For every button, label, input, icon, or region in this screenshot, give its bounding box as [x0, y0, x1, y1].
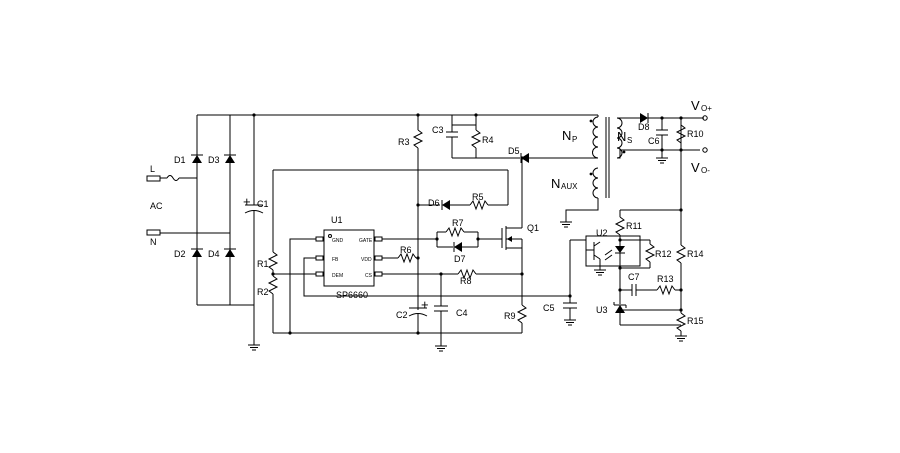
optocoupler-u2	[585, 235, 641, 268]
label-c6: C6	[648, 136, 660, 146]
label-r13: R13	[657, 274, 674, 284]
capacitor-c1: +	[243, 115, 264, 351]
svg-text:P: P	[572, 135, 577, 144]
resistor-r14	[675, 210, 687, 312]
label-d7: D7	[454, 254, 466, 264]
label-r3: R3	[398, 137, 410, 147]
label-vo-minus: V	[691, 160, 700, 175]
resistor-r8	[382, 268, 524, 280]
diode-d2	[191, 248, 203, 257]
label-r5: R5	[472, 192, 484, 202]
label-r2: R2	[257, 287, 269, 297]
label-d4: D4	[208, 249, 220, 259]
svg-text:GATE: GATE	[359, 238, 373, 244]
resistor-r13	[656, 284, 681, 296]
ic-u1-sp6660: GND FB DEM GATE VDD CS	[315, 229, 383, 287]
label-d5: D5	[508, 146, 520, 156]
label-c1: C1	[257, 199, 269, 209]
label-d2: D2	[174, 249, 186, 259]
capacitor-c3	[446, 115, 477, 158]
label-np: N	[562, 128, 571, 143]
label-u2: U2	[596, 228, 608, 238]
capacitor-c2: +	[408, 258, 429, 333]
svg-text:GND: GND	[332, 238, 344, 244]
label-r7: R7	[452, 218, 464, 228]
label-r9: R9	[504, 311, 516, 321]
label-d6: D6	[428, 198, 440, 208]
capacitor-c7	[620, 284, 657, 296]
ac-input: L AC N	[146, 164, 230, 247]
bridge-rectifier: D1 D3 D2 D4	[174, 115, 254, 306]
label-d3: D3	[208, 155, 220, 165]
label-q1: Q1	[527, 223, 539, 233]
label-r15: R15	[687, 316, 704, 326]
resistor-r5	[469, 170, 509, 211]
label-vo-plus: V	[691, 98, 700, 113]
label-u3: U3	[596, 305, 608, 315]
terminal-l	[146, 175, 161, 182]
svg-text:FB: FB	[332, 257, 339, 263]
label-d1: D1	[174, 155, 186, 165]
label-c5: C5	[543, 303, 555, 313]
label-r4: R4	[482, 135, 494, 145]
capacitor-c6	[655, 116, 669, 164]
terminal-vo-minus	[702, 147, 708, 153]
label-r11: R11	[626, 221, 642, 231]
label-r10: R10	[687, 129, 704, 139]
svg-text:O+: O+	[701, 104, 712, 113]
capacitor-c4	[434, 274, 448, 352]
resistor-r7	[435, 226, 479, 247]
diode-d1	[191, 154, 203, 163]
diode-d7	[437, 242, 478, 252]
transformer	[565, 115, 700, 222]
label-r12: R12	[655, 249, 672, 259]
resistor-r4	[452, 125, 500, 159]
diode-d4	[224, 248, 236, 257]
label-u1: U1	[331, 215, 343, 225]
svg-text:S: S	[627, 136, 632, 145]
label-sp6660: SP6660	[336, 290, 368, 300]
label-l: L	[150, 164, 155, 174]
fuse	[160, 175, 197, 181]
terminal-vo-plus	[702, 115, 708, 121]
label-c4: C4	[456, 308, 468, 318]
resistor-r1-r2	[267, 170, 316, 333]
label-n: N	[150, 237, 157, 247]
label-c3: C3	[432, 125, 444, 135]
label-c2: C2	[396, 310, 408, 320]
resistor-r12	[620, 240, 656, 269]
svg-text:DEM: DEM	[332, 273, 343, 279]
label-r6: R6	[400, 245, 412, 255]
mosfet-q1	[494, 156, 524, 305]
diode-d3	[224, 154, 236, 163]
label-ac: AC	[150, 201, 163, 211]
resistor-r6	[382, 252, 418, 264]
diode-d8	[637, 113, 704, 123]
diode-d5	[500, 153, 598, 163]
svg-text:CS: CS	[365, 273, 373, 279]
svg-text:AUX: AUX	[561, 182, 578, 191]
label-d8: D8	[638, 122, 650, 132]
diode-d6	[418, 200, 470, 210]
label-c7: C7	[628, 272, 640, 282]
terminal-n	[146, 229, 161, 236]
capacitor-c5	[563, 296, 577, 326]
resistor-r9	[516, 304, 528, 333]
label-naux: N	[551, 176, 560, 191]
label-r14: R14	[687, 249, 704, 259]
svg-text:O-: O-	[701, 166, 710, 175]
label-r1: R1	[257, 259, 269, 269]
label-ns: N	[617, 129, 626, 144]
svg-text:+: +	[421, 297, 429, 312]
svg-text:VDD: VDD	[361, 257, 372, 263]
resistor-r15	[620, 310, 688, 342]
svg-text:+: +	[243, 194, 251, 209]
label-r8: R8	[460, 276, 472, 286]
shunt-regulator-u3	[613, 300, 681, 325]
